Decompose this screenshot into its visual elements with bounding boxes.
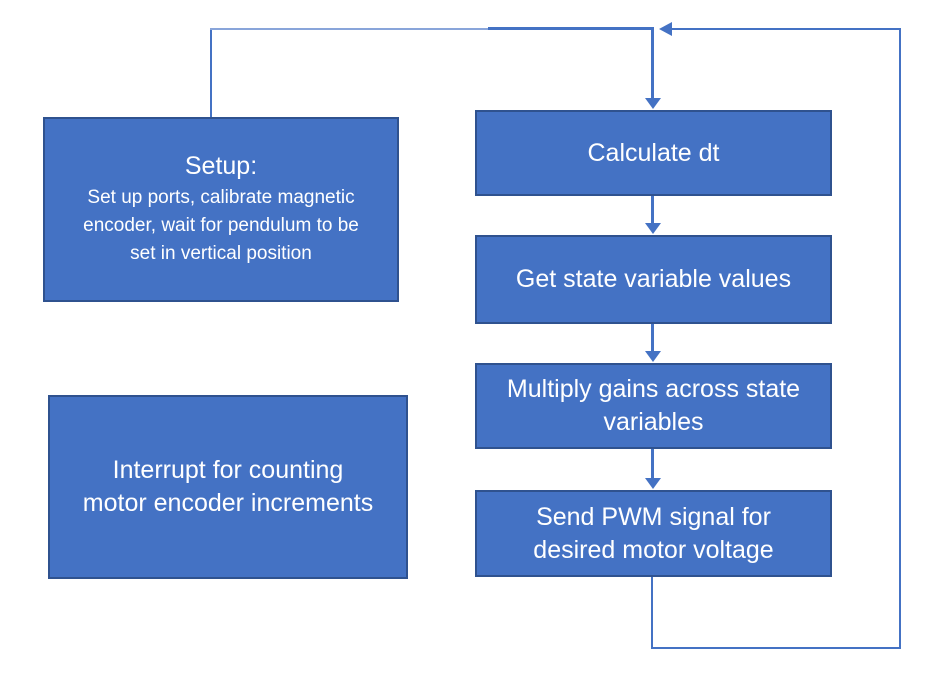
node-get-state-label: Get state variable values	[515, 265, 792, 293]
edge-stem-line	[651, 324, 654, 352]
node-send-pwm: Send PWM signal for desired motor voltag…	[475, 490, 832, 577]
edge-setup-drop-line	[651, 29, 654, 99]
node-calculate-dt-label: Calculate dt	[587, 138, 720, 167]
edge-loop-right-line	[899, 28, 901, 649]
node-interrupt-line: Interrupt for counting	[112, 456, 344, 484]
edge-arrowhead	[645, 478, 661, 489]
node-send-pwm-line: Send PWM signal for	[536, 502, 771, 531]
edge-loop-bottom-line	[651, 647, 901, 649]
node-setup-body: Set up ports, calibrate magnetic encoder…	[65, 184, 377, 268]
node-multiply-gains-line: variables	[603, 408, 704, 436]
node-setup-body-line: encoder, wait for pendulum to be	[83, 215, 359, 236]
edge-stem-line	[651, 449, 654, 479]
edge-setup-vertical-line	[210, 29, 212, 117]
edge-loop-arrowhead	[659, 22, 672, 36]
node-interrupt-label: Interrupt for counting motor encoder inc…	[83, 454, 373, 520]
edge-arrowhead	[645, 223, 661, 234]
node-setup-body-line: set in vertical position	[130, 243, 312, 264]
node-send-pwm-label: Send PWM signal for desired motor voltag…	[533, 501, 773, 567]
node-interrupt: Interrupt for counting motor encoder inc…	[48, 395, 408, 579]
node-multiply-gains-label: Multiply gains across state variables	[507, 373, 800, 439]
edge-loop-top-line	[672, 28, 901, 30]
node-setup: Setup: Set up ports, calibrate magnetic …	[43, 117, 399, 302]
edge-arrowhead	[645, 351, 661, 362]
edge-stem-line	[651, 196, 654, 224]
node-calculate-dt: Calculate dt	[475, 110, 832, 196]
edge-loop-down-line	[651, 577, 653, 649]
edge-setup-arrowhead	[645, 98, 661, 109]
edge-setup-horizontal-line-thick	[488, 27, 654, 30]
node-multiply-gains-line: Multiply gains across state	[506, 375, 801, 403]
node-interrupt-line: motor encoder increments	[82, 489, 374, 517]
node-setup-body-line: Set up ports, calibrate magnetic	[87, 187, 355, 208]
node-setup-title: Setup:	[184, 152, 258, 180]
node-send-pwm-line: desired motor voltage	[533, 535, 774, 564]
node-multiply-gains: Multiply gains across state variables	[475, 363, 832, 449]
edge-setup-horizontal-line	[210, 28, 490, 30]
node-get-state: Get state variable values	[475, 235, 832, 324]
